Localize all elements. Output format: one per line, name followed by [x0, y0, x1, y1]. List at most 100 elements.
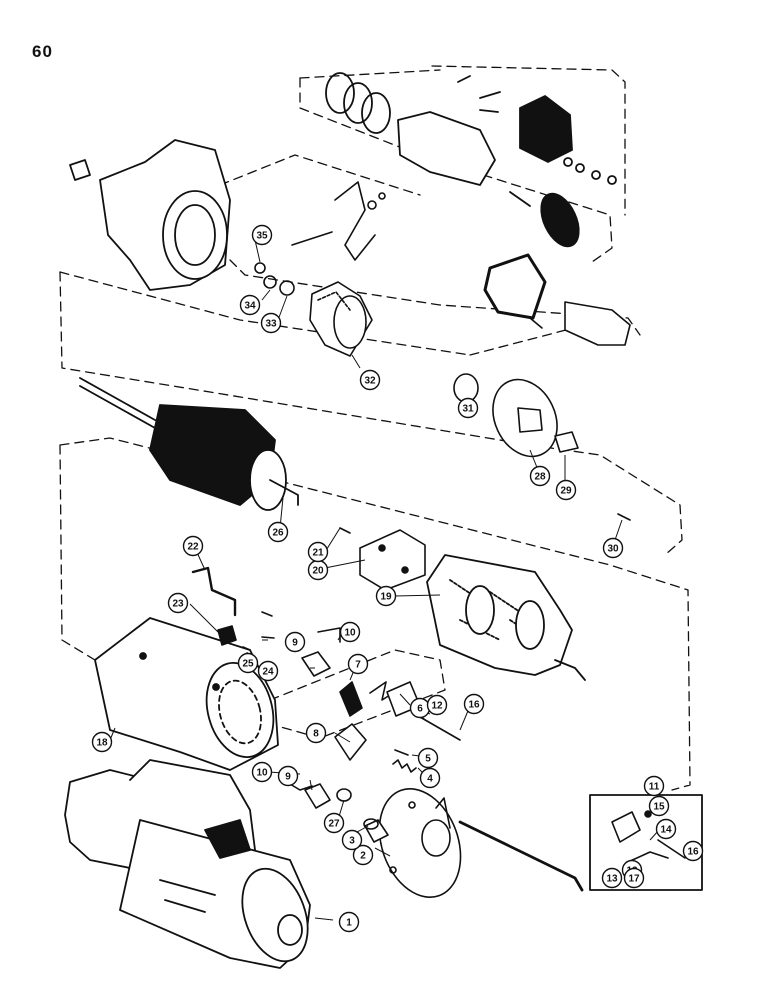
callout-21: 21 [307, 541, 329, 563]
callout-circle [359, 369, 381, 391]
solenoid-group [325, 72, 617, 248]
callout-circle [643, 775, 665, 797]
callout-circle [338, 911, 360, 933]
washer-27 [336, 788, 352, 802]
callout-number: 35 [256, 231, 268, 242]
callout-circle [91, 731, 113, 753]
callout-1: 1 [338, 911, 360, 933]
callout-16b: 16 [682, 840, 704, 862]
callout-circle [341, 829, 363, 851]
callout-circle [655, 818, 677, 840]
callout-6: 6 [409, 697, 431, 719]
callout-circle [347, 653, 369, 675]
callout-22: 22 [182, 535, 204, 557]
lever-nut-2 [378, 192, 386, 200]
callout-4: 4 [419, 767, 441, 789]
callout-circle [601, 867, 623, 889]
inset-clip [627, 851, 669, 863]
callout-circle [277, 765, 299, 787]
callout-11: 11 [643, 775, 665, 797]
callout-26: 26 [267, 521, 289, 543]
washer-33 [279, 280, 295, 296]
callout-circle [419, 767, 441, 789]
callout-number: 10 [344, 628, 356, 639]
washer-35 [254, 262, 266, 274]
callout-number: 2 [360, 851, 366, 862]
callout-number: 12 [431, 701, 443, 712]
field-coil-assembly [426, 554, 586, 681]
callout-number: 18 [96, 738, 108, 749]
callout-circle [529, 465, 551, 487]
block-9b [304, 783, 331, 809]
callout-number: 33 [265, 319, 277, 330]
callout-circle [237, 652, 259, 674]
callout-25: 25 [237, 652, 259, 674]
callout-circle [323, 812, 345, 834]
pin-5 [394, 749, 409, 756]
callout-19: 19 [375, 585, 397, 607]
callout-number: 16 [687, 847, 699, 858]
drive-housing-plate-28 [492, 378, 558, 458]
callout-number: 8 [313, 729, 319, 740]
washer-34 [263, 275, 277, 289]
callout-30: 30 [602, 537, 624, 559]
inset-screw [657, 839, 686, 859]
callout-number: 28 [534, 472, 546, 483]
callout-7: 7 [347, 653, 369, 675]
callout-circle [167, 592, 189, 614]
callout-17: 17 [623, 867, 645, 889]
callout-number: 5 [425, 754, 431, 765]
screw-10b [289, 783, 313, 791]
callout-circle [339, 621, 361, 643]
screw-21 [339, 527, 351, 534]
field-frame-housing [94, 617, 279, 771]
washer-31 [453, 373, 479, 403]
callout-20: 20 [307, 559, 329, 581]
screw-24b [261, 611, 273, 617]
lever-22 [191, 566, 237, 617]
drive-pinion-32 [309, 281, 373, 357]
callout-number: 26 [272, 528, 284, 539]
inset-box [589, 794, 703, 891]
screw-10a [317, 627, 341, 643]
callout-circle [305, 722, 327, 744]
callout-number: 10 [256, 768, 268, 779]
callout-circle [352, 844, 374, 866]
callout-circle [284, 631, 306, 653]
pole-shoe-20 [359, 529, 426, 591]
callout-number: 32 [364, 376, 376, 387]
callout-number: 24 [262, 667, 274, 678]
callout-number: 4 [427, 774, 433, 785]
callout-number: 1 [346, 918, 352, 929]
callout-number: 22 [187, 542, 199, 553]
callout-15: 15 [648, 795, 670, 817]
callout-14: 14 [655, 818, 677, 840]
armature-26 [79, 377, 299, 511]
lever-nut [367, 200, 377, 210]
callout-24: 24 [257, 660, 279, 682]
brush-7 [339, 681, 363, 717]
callout-number: 15 [653, 802, 665, 813]
callout-number: 19 [380, 592, 392, 603]
callout-circle [426, 694, 448, 716]
drive-end-housing [69, 139, 231, 291]
callout-circle [417, 747, 439, 769]
bushing-29 [554, 431, 579, 453]
callout-5: 5 [417, 747, 439, 769]
callout-number: 11 [649, 782, 660, 793]
callout-circle [682, 840, 704, 862]
callout-circle [457, 397, 479, 419]
page-number: 60 [32, 42, 53, 61]
callout-circle [182, 535, 204, 557]
callout-number: 21 [312, 548, 324, 559]
callout-circle [555, 479, 577, 501]
callout-3: 3 [341, 829, 363, 851]
callout-number: 17 [628, 874, 640, 885]
block-9a [301, 651, 331, 677]
lever-bolt [291, 231, 333, 246]
callout-number: 20 [312, 566, 324, 577]
callout-31: 31 [457, 397, 479, 419]
washer-25 [242, 646, 251, 651]
